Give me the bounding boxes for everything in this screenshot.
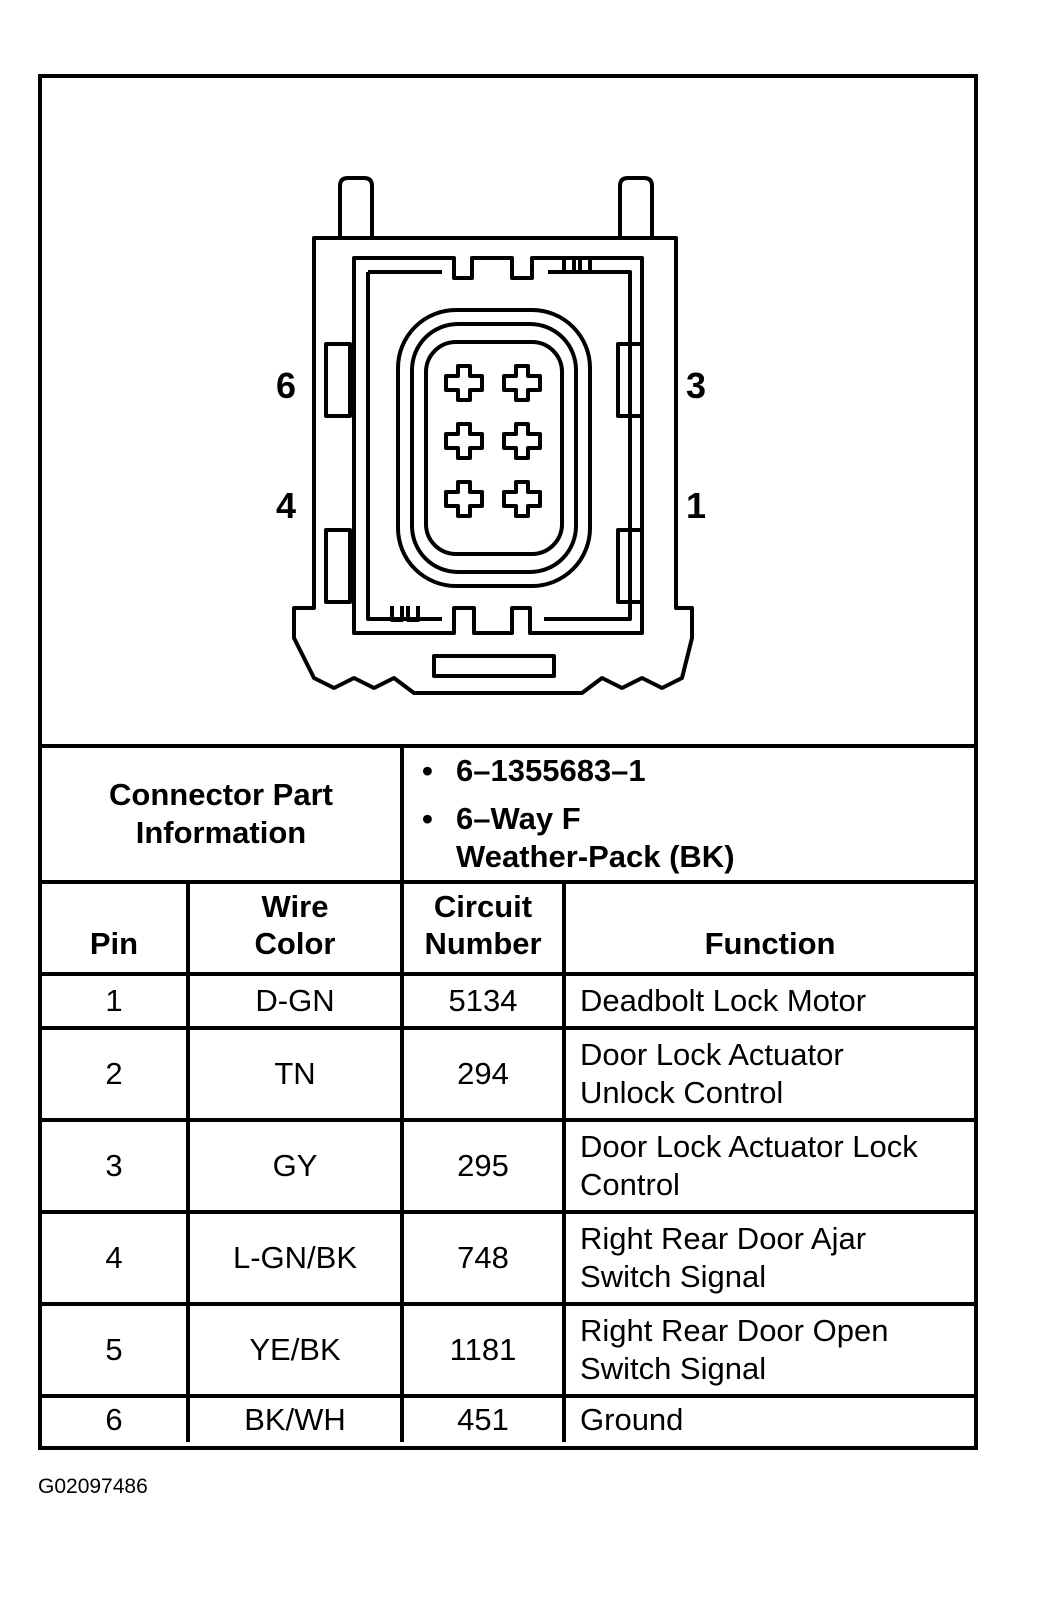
cell-pin: 4	[42, 1210, 190, 1306]
header-function: Function	[562, 880, 975, 976]
header-circuit-line1: Circuit	[433, 889, 533, 924]
header-circuit-number: Circuit Number	[400, 880, 567, 976]
cell-pin: 5	[42, 1302, 190, 1398]
function-line2: Switch Signal	[580, 1351, 767, 1386]
connector-part-info-value: 6–1355683–1 6–Way F Weather-Pack (BK)	[400, 744, 975, 884]
cell-circuit: 294	[400, 1026, 567, 1122]
function-line1: Right Rear Door Ajar	[580, 1221, 867, 1256]
cpi-label-line2: Information	[135, 815, 307, 850]
cell-pin: 2	[42, 1026, 190, 1122]
table-row: 4 L-GN/BK 748 Right Rear Door Ajar Switc…	[42, 1210, 975, 1306]
cell-wire-color: BK/WH	[185, 1394, 405, 1442]
connector-type-detail: Weather-Pack (BK)	[456, 839, 735, 874]
header-wire-color: Wire Color	[185, 880, 405, 976]
tab-right-bottom	[616, 528, 644, 604]
function-line1: Door Lock Actuator	[580, 1037, 844, 1072]
function-line2: Control	[580, 1167, 680, 1202]
header-pin: Pin	[42, 880, 190, 976]
connector-part-info-label: Connector Part Information	[42, 744, 405, 884]
cell-circuit: 295	[400, 1118, 567, 1214]
pin-label-4: 4	[276, 485, 297, 526]
function-line1: Door Lock Actuator Lock	[580, 1129, 918, 1164]
function-line1: Right Rear Door Open	[580, 1313, 889, 1348]
right-latch	[618, 176, 654, 238]
table-row: 1 D-GN 5134 Deadbolt Lock Motor	[42, 972, 975, 1030]
connector-table: Connector Part Information 6–1355683–1 6…	[42, 744, 975, 1442]
cell-function: Door Lock Actuator Unlock Control	[562, 1026, 975, 1122]
connector-type: 6–Way F	[422, 800, 974, 838]
terminal-cavities	[444, 364, 542, 518]
cell-pin: 6	[42, 1394, 190, 1442]
cell-pin: 3	[42, 1118, 190, 1214]
header-wire-color-line2: Color	[254, 926, 336, 961]
cell-circuit: 1181	[400, 1302, 567, 1398]
table-row: 3 GY 295 Door Lock Actuator Lock Control	[42, 1118, 975, 1214]
cell-circuit: 5134	[400, 972, 567, 1030]
cell-function: Right Rear Door Open Switch Signal	[562, 1302, 975, 1398]
cell-function: Deadbolt Lock Motor	[562, 972, 975, 1030]
part-number: 6–1355683–1	[422, 752, 974, 790]
inner-frame	[352, 256, 644, 635]
cavity-outer	[396, 308, 592, 588]
function-line1: Deadbolt Lock Motor	[580, 983, 867, 1018]
cavity-inner	[424, 340, 564, 556]
cpi-label-line1: Connector Part	[109, 777, 333, 812]
table-row: 5 YE/BK 1181 Right Rear Door Open Switch…	[42, 1302, 975, 1398]
cell-circuit: 451	[400, 1394, 567, 1442]
function-line1: Ground	[580, 1402, 684, 1437]
pin-label-6: 6	[276, 365, 297, 406]
header-row: Pin Wire Color Circuit Number Function	[42, 880, 975, 976]
connector-part-info-row: Connector Part Information 6–1355683–1 6…	[42, 744, 975, 884]
cell-pin: 1	[42, 972, 190, 1030]
function-line2: Switch Signal	[580, 1259, 767, 1294]
cell-function: Ground	[562, 1394, 975, 1442]
tab-left-top	[324, 342, 352, 418]
cell-wire-color: D-GN	[185, 972, 405, 1030]
diagram-frame: 6 3 4 1 Connector Part Information 6–135…	[38, 74, 978, 1450]
figure-caption: G02097486	[38, 1475, 148, 1498]
cell-function: Right Rear Door Ajar Switch Signal	[562, 1210, 975, 1306]
cell-wire-color: TN	[185, 1026, 405, 1122]
pin-label-1: 1	[686, 485, 707, 526]
cell-function: Door Lock Actuator Lock Control	[562, 1118, 975, 1214]
tab-right-top	[616, 342, 644, 418]
pin-label-3: 3	[686, 365, 707, 406]
connector-drawing	[292, 176, 694, 695]
table-row: 2 TN 294 Door Lock Actuator Unlock Contr…	[42, 1026, 975, 1122]
cell-circuit: 748	[400, 1210, 567, 1306]
outer-housing	[292, 236, 694, 695]
cell-wire-color: L-GN/BK	[185, 1210, 405, 1306]
table-row: 6 BK/WH 451 Ground	[42, 1394, 975, 1442]
connector-diagram: 6 3 4 1	[42, 78, 974, 746]
function-line2: Unlock Control	[580, 1075, 784, 1110]
left-latch	[338, 176, 374, 238]
header-wire-color-line1: Wire	[261, 889, 329, 924]
tab-left-bottom	[324, 528, 352, 604]
cell-wire-color: GY	[185, 1118, 405, 1214]
header-circuit-line2: Number	[424, 926, 542, 961]
cavity-middle	[410, 322, 578, 574]
cell-wire-color: YE/BK	[185, 1302, 405, 1398]
